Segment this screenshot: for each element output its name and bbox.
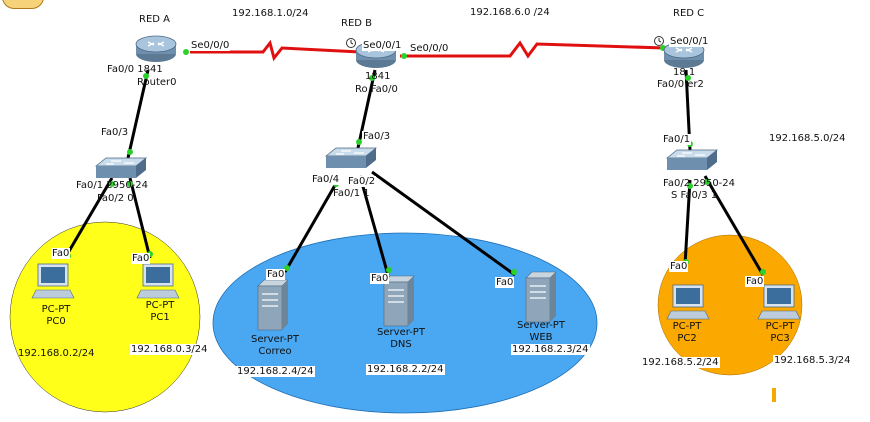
- pc0-port: Fa0: [51, 248, 71, 259]
- router2-model: 18 1: [673, 67, 696, 78]
- router0-fa-port: Fa0/3: [100, 127, 130, 138]
- router1-model: 1841: [365, 71, 391, 82]
- server-web-icon[interactable]: [525, 271, 557, 323]
- pc3-icon[interactable]: [757, 284, 801, 320]
- switch1-label-c: Fa0/1 1: [333, 188, 370, 199]
- serial-link-r0-r1[interactable]: [190, 39, 361, 62]
- switch2-icon[interactable]: [665, 149, 719, 170]
- router0-icon[interactable]: [135, 35, 177, 62]
- server-dns-type: Server-PT: [377, 327, 425, 338]
- link-r0-s0[interactable]: [126, 69, 150, 159]
- switch0-icon[interactable]: [94, 157, 148, 178]
- switch0-label-b: Fa0/2 0: [97, 193, 134, 204]
- pc0-name: PC0: [46, 316, 66, 327]
- link-s1-dns[interactable]: [358, 175, 390, 276]
- server-web-ip: 192.168.2.3/24: [511, 344, 590, 355]
- network-192-168-5-label: 192.168.5.0/24: [769, 133, 846, 144]
- link-s1-web[interactable]: [371, 170, 516, 277]
- switch2-label-a: Fa0/2 2950-24: [663, 178, 736, 189]
- clock-icon: [346, 38, 356, 48]
- router0-model: Fa0/0 1841: [107, 64, 163, 75]
- server-correo-icon[interactable]: [257, 279, 289, 331]
- server-correo-ip: 192.168.2.4/24: [236, 366, 315, 377]
- pc2-port: Fa0: [669, 261, 689, 272]
- server-correo-port: Fa0: [266, 269, 286, 280]
- pc1-ip: 192.168.0.3/24: [130, 344, 209, 355]
- pc0-type: PC-PT: [41, 304, 71, 315]
- router2-name: Fa0/0 er2: [657, 79, 704, 90]
- switch1-label-a: Fa0/4: [311, 174, 341, 185]
- pc3-type: PC-PT: [765, 321, 795, 332]
- router2-serial-port: Se0/0/1: [669, 36, 710, 47]
- server-web-type: Server-PT: [517, 320, 565, 331]
- router2-fa-port: Fa0/1: [662, 134, 692, 145]
- server-dns-name: DNS: [390, 339, 412, 350]
- router1-serial-right-port: Se0/0/0: [409, 43, 450, 54]
- switch0-label-a: Fa0/1 2950-24: [76, 180, 149, 191]
- pc3-name: PC3: [770, 333, 790, 344]
- server-web-name: WEB: [529, 332, 553, 343]
- network-192-168-6-label: 192.168.6.0 /24: [470, 7, 550, 18]
- pc1-name: PC1: [150, 312, 170, 323]
- link-s0-pc0[interactable]: [63, 177, 114, 259]
- network-192-168-1-label: 192.168.1.0/24: [232, 8, 309, 19]
- pc2-name: PC2: [677, 333, 697, 344]
- server-dns-port: Fa0: [370, 273, 390, 284]
- switch1-icon[interactable]: [324, 147, 378, 168]
- server-web-port: Fa0: [495, 277, 515, 288]
- link-s1-correo[interactable]: [283, 179, 340, 273]
- link-s2-pc3[interactable]: [703, 175, 765, 276]
- serial-link-r1-r2[interactable]: [400, 40, 666, 59]
- red-c-label: RED C: [673, 8, 705, 19]
- pc2-ip: 192.168.5.2/24: [641, 357, 720, 368]
- pc1-port: Fa0: [131, 253, 151, 264]
- switch2-label-b: S Fa0/3 1: [671, 190, 718, 201]
- pc0-icon[interactable]: [31, 263, 75, 299]
- link-r1-s1[interactable]: [356, 69, 377, 149]
- text-cursor-mark: [772, 388, 776, 402]
- router0-name: Router0: [137, 77, 177, 88]
- pc1-type: PC-PT: [145, 300, 175, 311]
- pc3-port: Fa0: [745, 276, 765, 287]
- link-s2-pc2[interactable]: [683, 179, 692, 266]
- red-a-label: RED A: [139, 14, 170, 25]
- clock-icon: [654, 36, 664, 46]
- server-dns-ip: 192.168.2.2/24: [366, 364, 445, 375]
- server-correo-type: Server-PT: [251, 334, 299, 345]
- pc0-ip: 192.168.0.2/24: [18, 348, 95, 359]
- switch1-label-b: Fa0/2: [347, 176, 377, 187]
- red-b-label: RED B: [341, 18, 373, 29]
- link-s0-pc1[interactable]: [128, 177, 152, 259]
- lan-c-area: [657, 234, 803, 376]
- router1-serial-left-port: Se0/0/1: [362, 40, 403, 51]
- router1-name: Ro Fa0/0: [355, 84, 398, 95]
- server-correo-name: Correo: [258, 346, 292, 357]
- router1-fa-port: Fa0/3: [362, 131, 392, 142]
- pc2-type: PC-PT: [672, 321, 702, 332]
- router0-serial-port: Se0/0/0: [190, 40, 231, 51]
- pc1-icon[interactable]: [136, 263, 180, 299]
- pc2-icon[interactable]: [666, 284, 710, 320]
- server-dns-icon[interactable]: [383, 275, 415, 327]
- pc3-ip: 192.168.5.3/24: [773, 355, 852, 366]
